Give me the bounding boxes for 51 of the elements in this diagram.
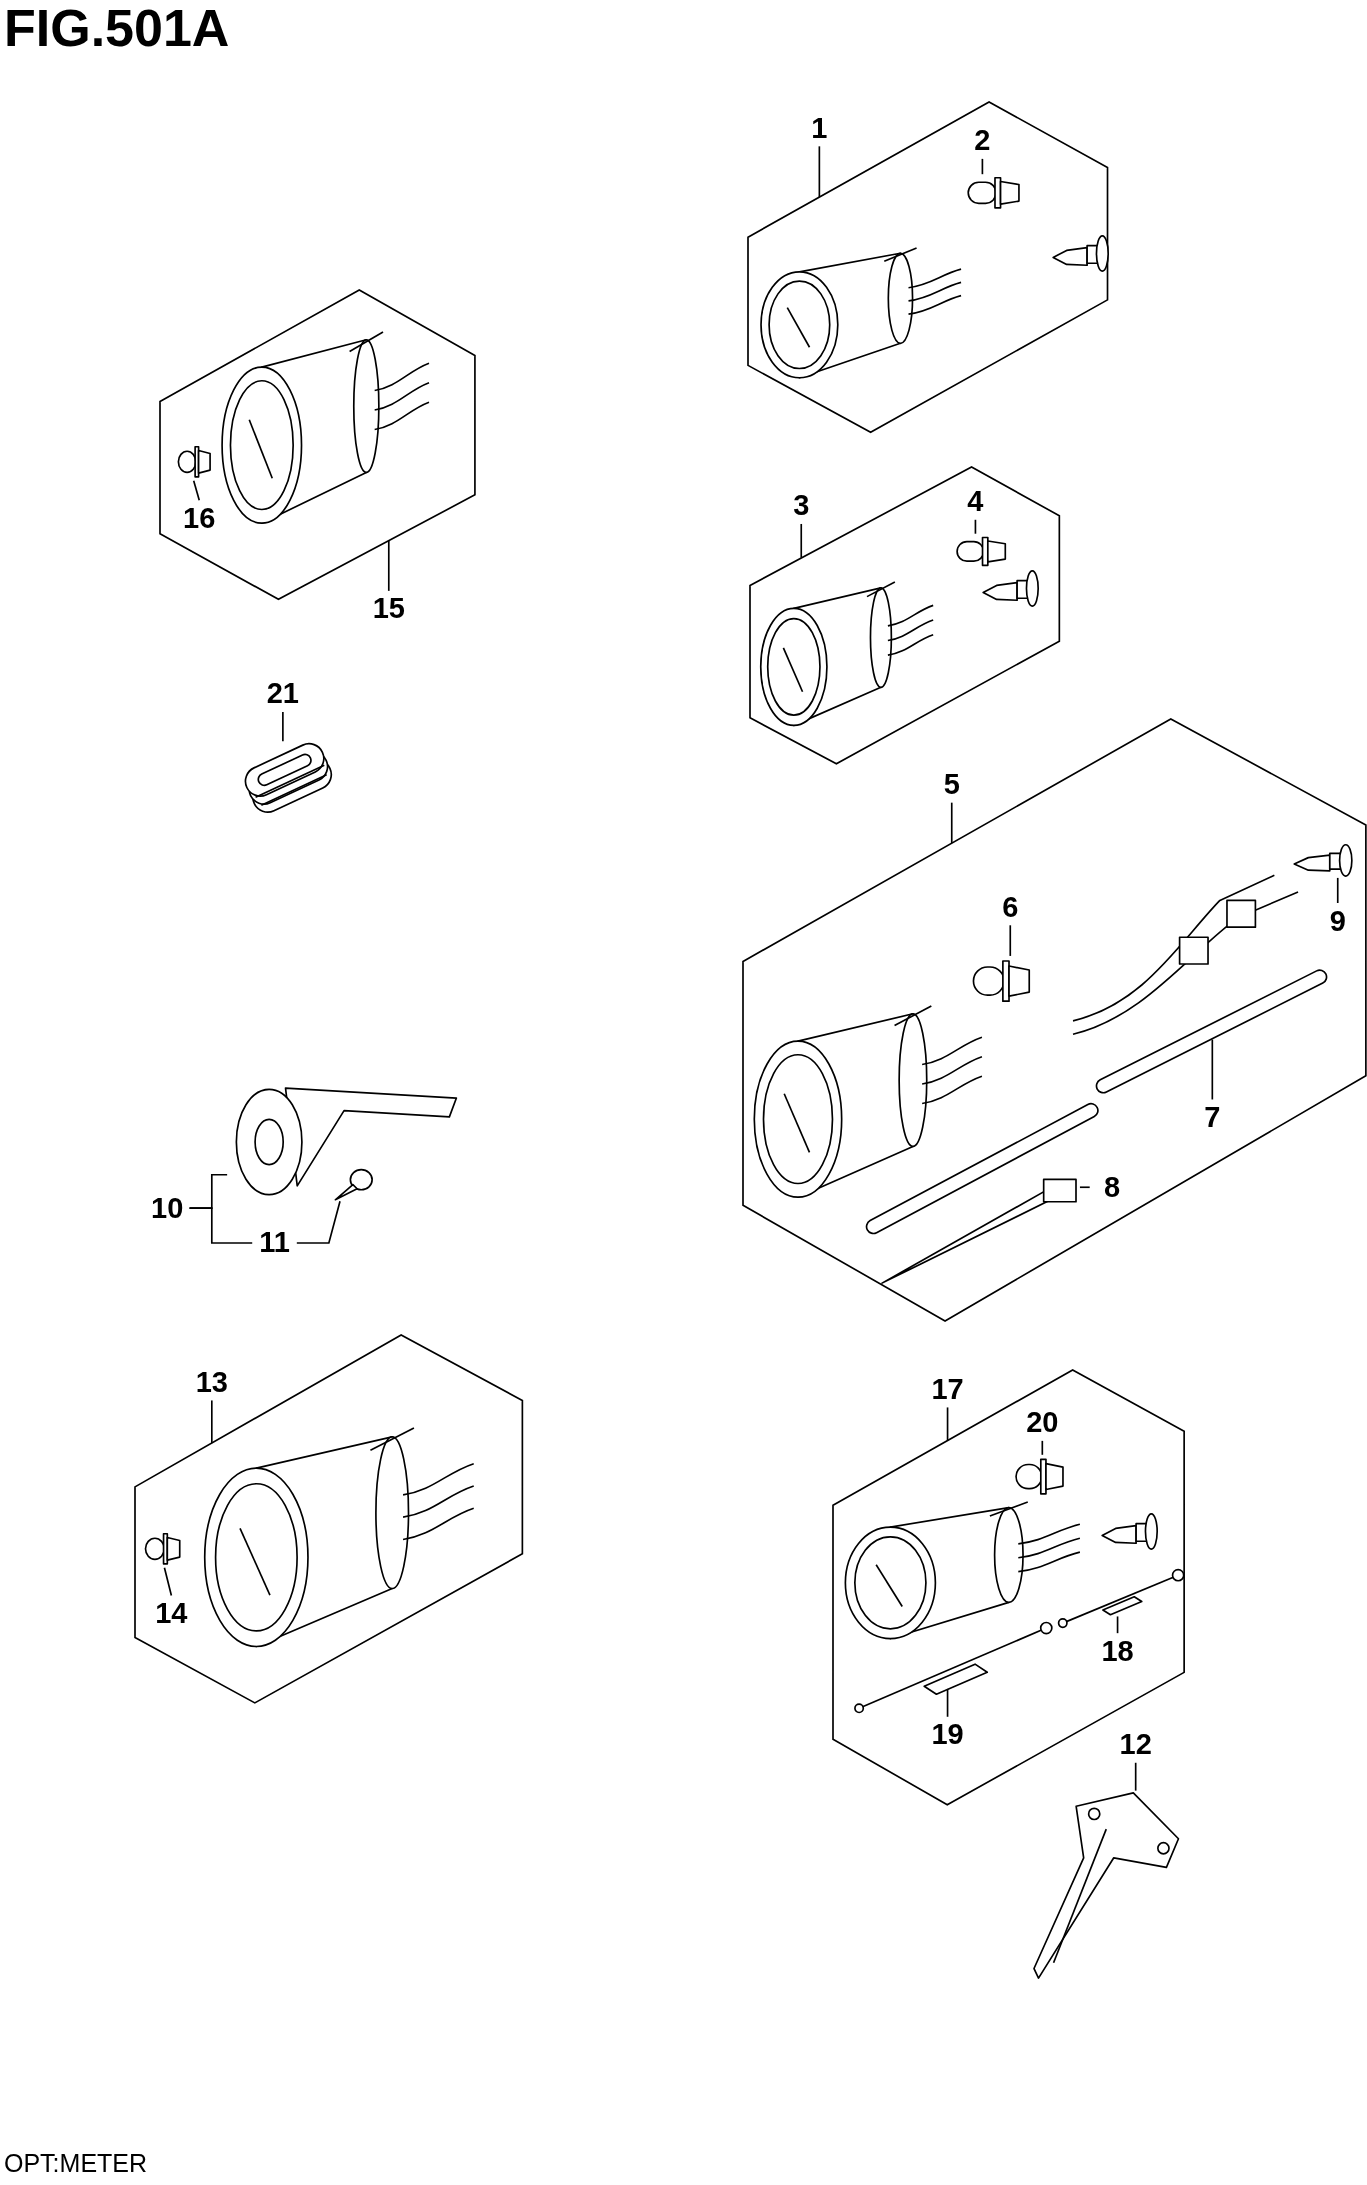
callout-number: 11	[252, 1224, 297, 1262]
leader-line	[1009, 924, 1012, 957]
leader-line	[282, 711, 284, 743]
wire-drawing	[1059, 1567, 1185, 1628]
bulb-drawing	[176, 443, 212, 481]
leader-line	[295, 1200, 341, 1244]
callout-number: 5	[929, 766, 974, 803]
sender-drawing	[1031, 1790, 1182, 1982]
callout-number: 9	[1315, 902, 1360, 940]
leader-line	[974, 518, 977, 535]
callout-number: 18	[1095, 1633, 1140, 1670]
leader-line	[950, 801, 953, 844]
callout-number: 13	[189, 1364, 235, 1401]
leader-line	[1116, 1615, 1119, 1634]
leader-line	[1211, 1038, 1214, 1101]
callout-number: 4	[953, 483, 998, 520]
figure-caption: OPT:METER	[4, 2149, 148, 2177]
leader-line	[1134, 1761, 1137, 1792]
callout-number: 10	[144, 1190, 190, 1227]
callout-number: 20	[1020, 1404, 1065, 1441]
callout-number: 17	[925, 1371, 970, 1408]
callout-number: 12	[1113, 1726, 1158, 1763]
leader-line	[818, 145, 821, 198]
callout-number: 1	[797, 110, 842, 147]
callout-number: 2	[960, 122, 1005, 159]
leader-line	[387, 539, 390, 592]
callout-number: 7	[1190, 1099, 1235, 1136]
leader-line	[946, 1688, 949, 1718]
callout-number: 6	[987, 889, 1033, 926]
callout-number: 14	[149, 1595, 194, 1632]
callout-number: 21	[260, 675, 306, 713]
leader-line	[800, 523, 803, 559]
terminal-drawing	[1293, 843, 1355, 878]
leader-line	[188, 1207, 254, 1244]
leader-line	[163, 1566, 173, 1597]
figure-title: FIG.501A	[4, 0, 230, 58]
callout-number: 3	[778, 487, 824, 524]
callout-number: 8	[1089, 1169, 1135, 1206]
callout-number: 19	[925, 1716, 970, 1753]
callout-number: 16	[176, 500, 222, 537]
tube-drawing	[1093, 968, 1327, 1097]
leader-line	[946, 1406, 949, 1442]
leader-line	[1336, 877, 1339, 904]
bulb-drawing	[965, 174, 1022, 212]
leader-line	[192, 479, 201, 502]
leader-line	[1041, 1440, 1044, 1456]
bulb-drawing	[143, 1530, 182, 1568]
leader-line	[210, 1399, 213, 1444]
leader-line	[1079, 1186, 1091, 1189]
callout-number: 15	[366, 590, 412, 628]
leader-line	[981, 158, 984, 176]
